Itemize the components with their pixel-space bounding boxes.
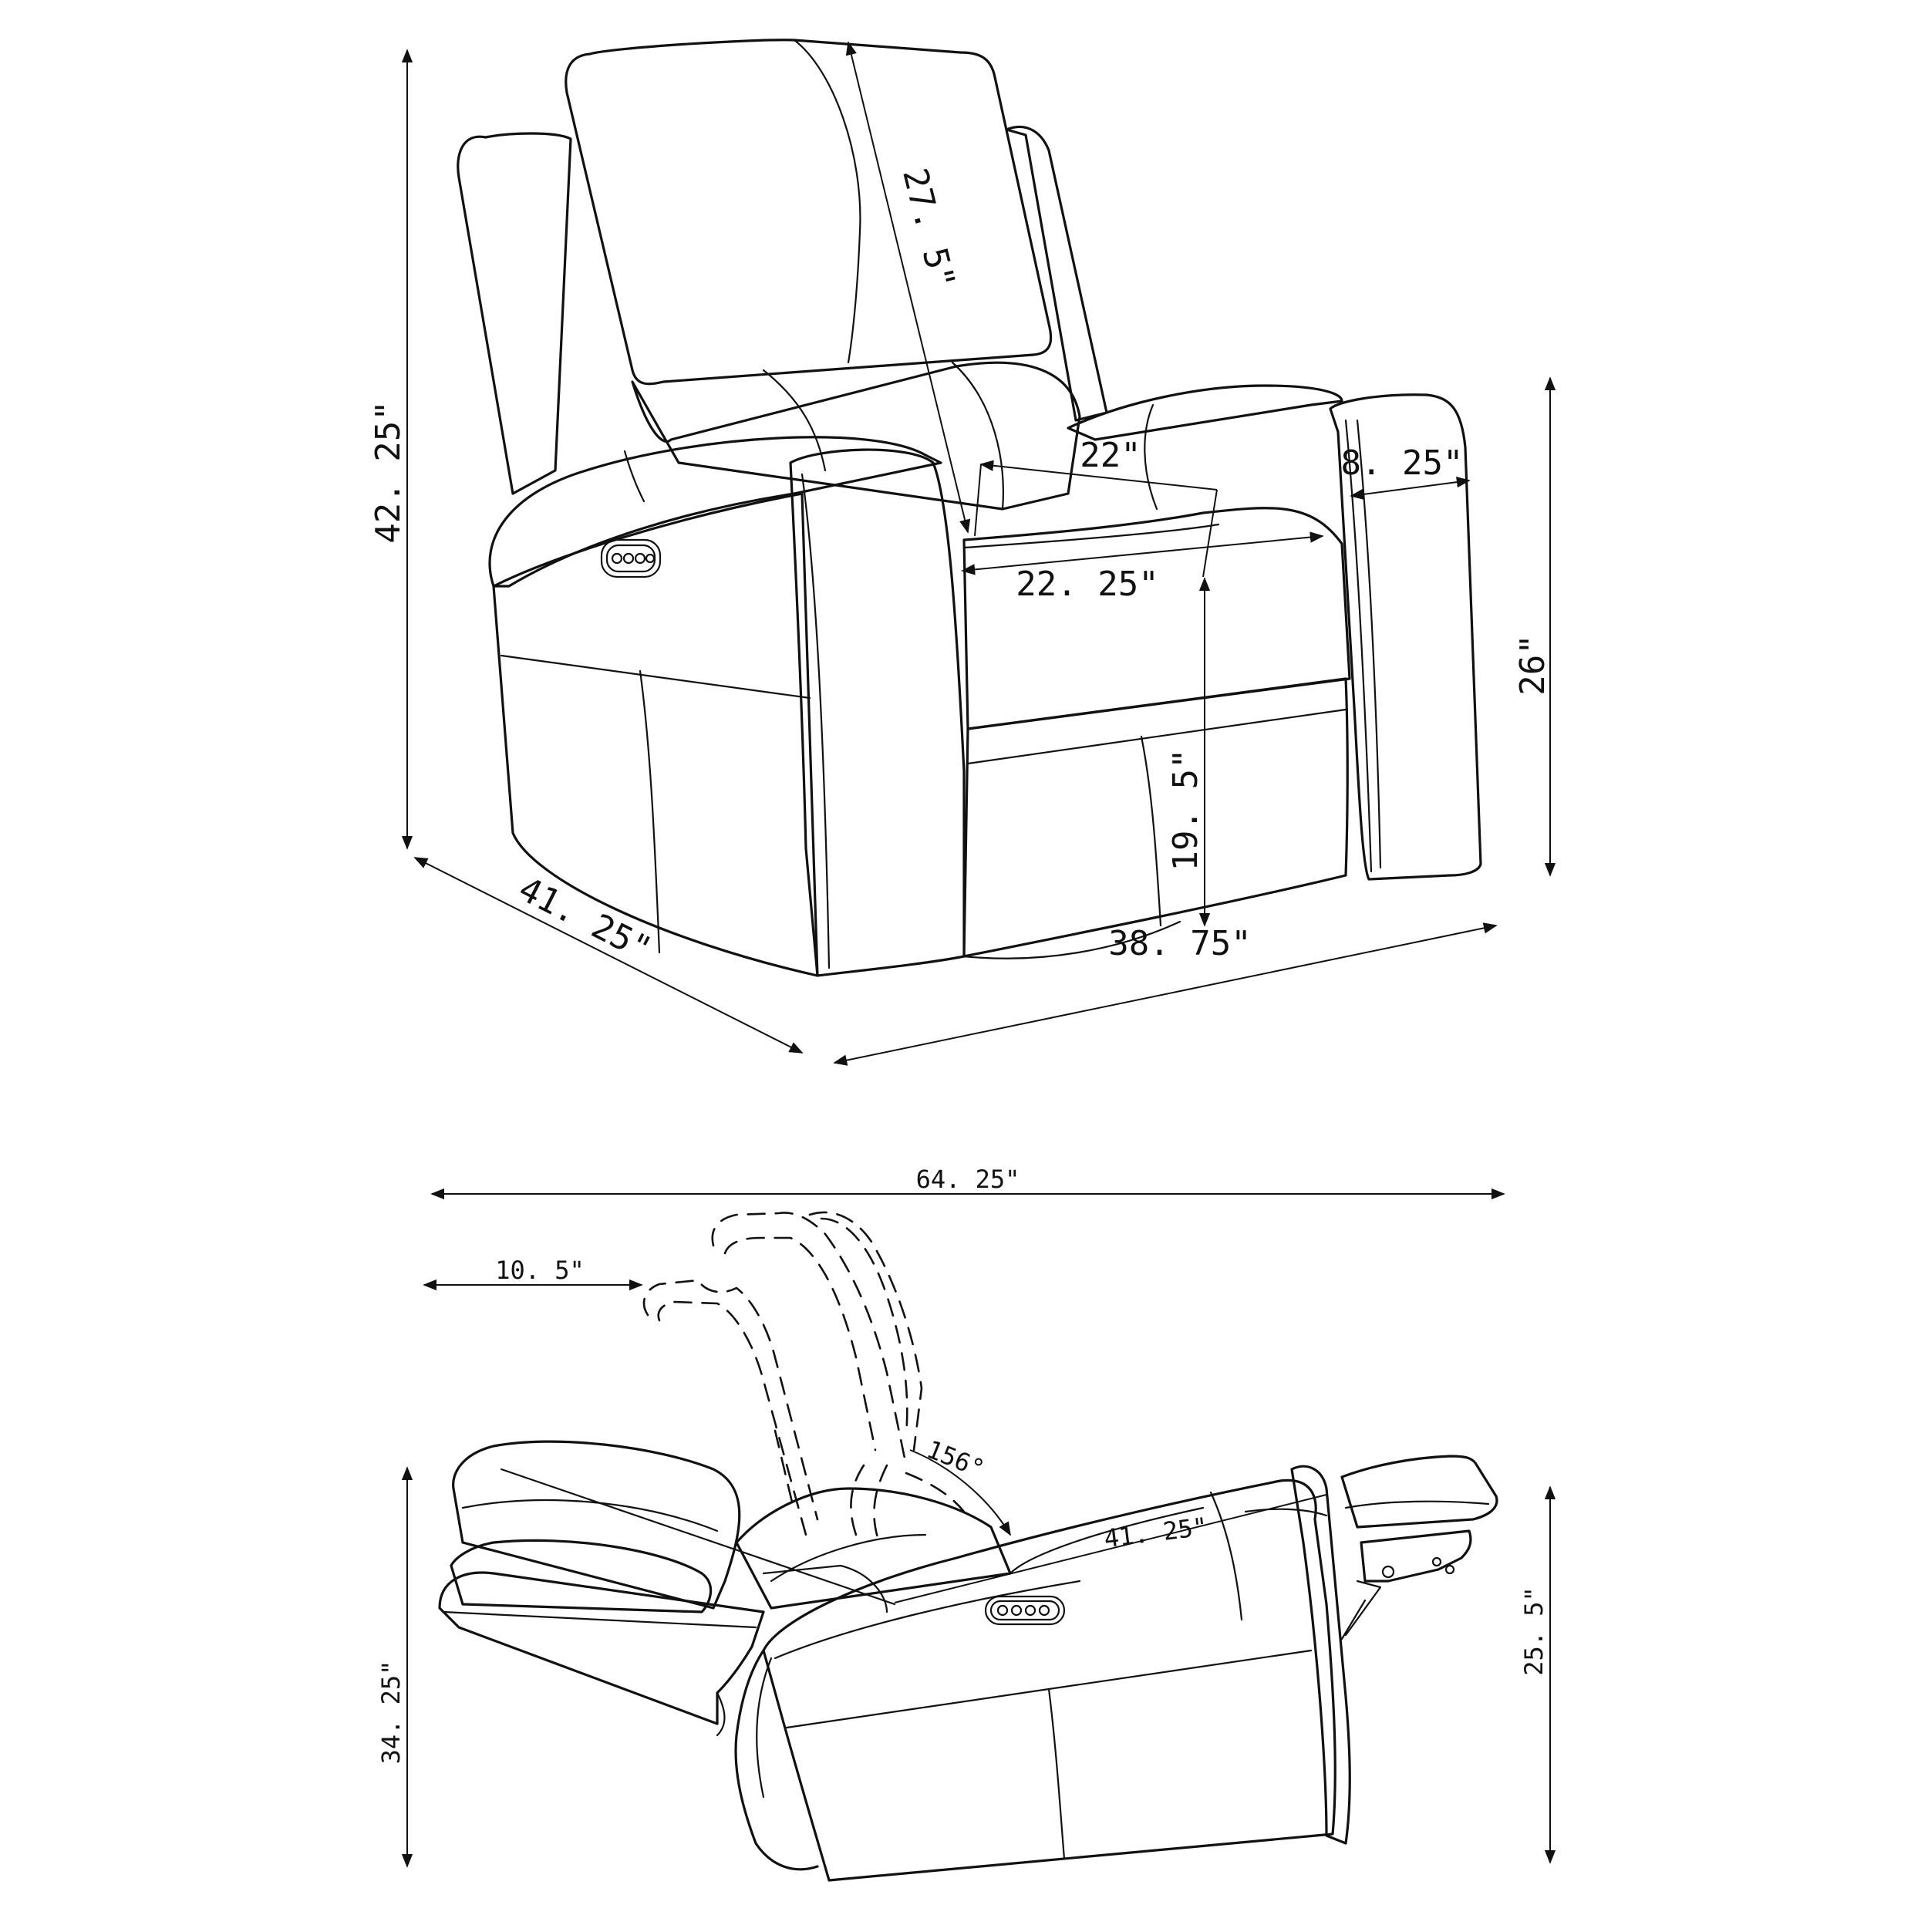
right-arm-top (1067, 384, 1343, 441)
right-arm-outer (1329, 393, 1482, 881)
front-view-chair (457, 39, 1482, 977)
side-back-skirt (734, 1649, 819, 1871)
footrest-mechanism (1360, 1529, 1472, 1583)
front-view-dimensions: 42. 25" 41. 25" 38. 75" 27. 5" 22" 22. 2… (369, 41, 1556, 1066)
recline-positions-dashed (642, 1211, 966, 1544)
reclined-headrest (450, 1539, 713, 1613)
left-arm-front-panel (789, 448, 966, 977)
side-arm-body (762, 1479, 1336, 1882)
reclined-lumbar (735, 1487, 1012, 1610)
left-back-wing (457, 132, 572, 495)
front-skirt (962, 677, 1349, 958)
side-view-dimensions: 64. 25" 10. 5" 156° 41. 25" 34. 25" 25. … (376, 1165, 1556, 1868)
arm-width-label: 8. 25" (1341, 443, 1464, 483)
reclined-back-cushion (452, 1440, 741, 1610)
power-control-button-front (600, 538, 662, 578)
reclined-back-wing (438, 1571, 765, 1725)
side-arm-post (1290, 1465, 1351, 1845)
seat-depth-label: 41. 25" (1102, 1512, 1208, 1553)
extended-footrest (1340, 1455, 1498, 1529)
footrest-height-label: 25. 5" (1519, 1586, 1549, 1676)
left-arm-top (488, 436, 942, 588)
seat-width-back-label: 22" (1080, 436, 1141, 475)
power-control-button-side (984, 1595, 1066, 1626)
lumbar-cushion (631, 361, 1081, 511)
front-height-label: 42. 25" (369, 400, 408, 543)
arm-height-label: 26" (1513, 634, 1552, 695)
front-width-label: 38. 75" (1108, 924, 1251, 963)
seat-width-front-label: 22. 25" (1016, 565, 1158, 604)
back-height-label: 34. 25" (376, 1661, 406, 1765)
back-cushion (565, 39, 1053, 386)
side-view-chair (438, 1211, 1498, 1882)
reclined-length-label: 64. 25" (916, 1165, 1020, 1194)
seat-height-label: 19. 5" (1166, 749, 1205, 872)
wall-clearance-label: 10. 5" (495, 1256, 585, 1285)
right-back-wing (1005, 125, 1108, 422)
seat-cushion (962, 507, 1351, 730)
